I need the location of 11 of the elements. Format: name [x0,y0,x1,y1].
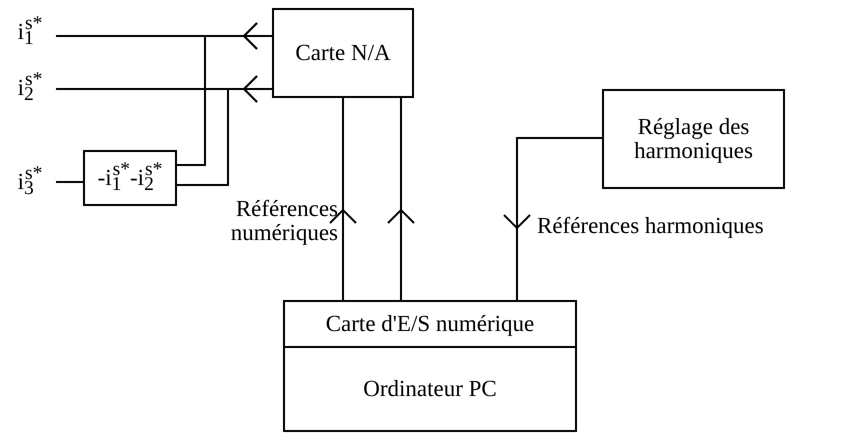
arrow [387,97,415,301]
arrow [176,22,273,166]
process-box: Carte N/A [272,8,414,98]
edge-label: Références harmoniques [537,214,764,238]
arrow [176,75,273,186]
arrow [329,97,357,301]
process-box: Carte d'E/S numérique [283,300,577,348]
process-box: Ordinateur PC [283,348,577,432]
arrow [503,137,603,301]
process-box: Réglage des harmoniques [602,89,785,189]
edge-label: Références numériques [230,197,338,246]
